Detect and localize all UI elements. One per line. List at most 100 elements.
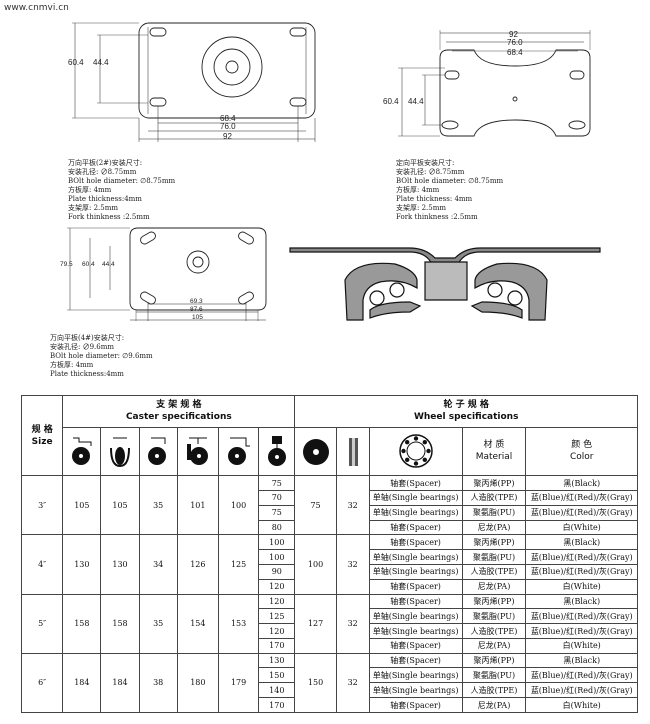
size-cell: 6″	[20, 652, 64, 714]
dim-d-cell: 154	[176, 593, 220, 654]
wheel-width-cell: 32	[335, 475, 370, 536]
note-line: 支架厚: 2.5mm	[68, 204, 118, 212]
load-cell: 70	[258, 490, 296, 506]
load-cell: 100	[258, 549, 296, 565]
bearing-type-cell: 轴套(Spacer)	[368, 475, 463, 492]
load-cell: 75	[258, 475, 296, 492]
dim-79-5: 79.5	[60, 261, 73, 268]
note-line: BOlt hole diameter: ∅9.6mm	[50, 352, 153, 360]
size-cell: 3″	[20, 475, 64, 536]
dim-69-3: 69.3	[190, 298, 203, 305]
color-cell: 白(White)	[525, 519, 638, 536]
wheel-diameter-cell: 75	[294, 475, 337, 536]
dim-44-4: 44.4	[102, 261, 115, 268]
material-cell: 聚丙烯(PP)	[461, 534, 527, 551]
wheel-header-en: Wheel specifications	[413, 412, 519, 423]
bearing-type-cell: 单轴(Single bearings)	[368, 682, 463, 699]
bearing-type-cell: 轴套(Spacer)	[368, 593, 463, 610]
caster-header-en: Caster specifications	[125, 412, 232, 423]
wheel-width-cell: 32	[335, 593, 370, 654]
bearing-type-cell: 轴套(Spacer)	[368, 697, 463, 713]
dim-87-6: 87.6	[190, 306, 203, 313]
load-cell: 120	[258, 593, 296, 610]
caster-spec-header: 支 架 规 格 Caster specifications	[62, 395, 296, 428]
note-line: 安装孔径: ∅9.6mm	[50, 343, 114, 351]
load-cell: 125	[258, 608, 296, 625]
bearing-type-cell: 轴套(Spacer)	[368, 578, 463, 595]
bearing-type-cell: 单轴(Single bearings)	[368, 563, 463, 580]
swivel-plate-4-drawing: 79.5 60.4 44.4 69.3 87.6 105	[60, 227, 267, 321]
note-line: Plate thickness:4mm	[50, 370, 124, 378]
material-cell: 聚丙烯(PP)	[461, 475, 527, 492]
color-cell: 蓝(Blue)/红(Red)/灰(Gray)	[525, 549, 638, 565]
color-cell: 黑(Black)	[525, 652, 638, 669]
caster-front-view-icon	[100, 426, 140, 477]
caster-height-icon	[176, 426, 220, 477]
material-cell: 聚氨脂(PU)	[461, 608, 527, 625]
wheel-diameter-cell: 127	[294, 593, 337, 654]
load-cell: 170	[258, 697, 296, 713]
specification-table: 规 格 Size 支 架 规 格 Caster specifications 轮…	[20, 394, 638, 714]
color-cell: 白(White)	[525, 578, 638, 595]
dim-a-cell: 105	[62, 475, 102, 536]
size-header-cn: 规 格	[31, 424, 53, 435]
note-line: 安装孔径: ∅8.75mm	[68, 168, 137, 176]
load-cell: 170	[258, 637, 296, 654]
load-cell: 120	[258, 623, 296, 639]
material-header: 材 质 Material	[461, 426, 527, 477]
note-line: Plate thickness:4mm	[68, 195, 142, 203]
material-cell: 尼龙(PA)	[461, 637, 527, 654]
notes-diagram2: 定向平板安装尺寸: 安装孔径: ∅8.75mm BOlt hole diamet…	[396, 159, 503, 222]
dim-60-4: 60.4	[383, 97, 399, 106]
dim-92: 92	[223, 132, 232, 141]
note-line: 方板厚: 4mm	[396, 186, 440, 194]
dim-a-cell: 158	[62, 593, 102, 654]
dim-a-cell: 130	[62, 534, 102, 595]
load-cell: 90	[258, 563, 296, 580]
load-cell: 120	[258, 578, 296, 595]
note-line: Fork thinkness :2.5mm	[396, 213, 478, 221]
note-line: 万向平板(4#)安装尺寸:	[50, 334, 125, 342]
dim-b-cell: 105	[100, 475, 140, 536]
caster-side-view-icon	[62, 426, 102, 477]
caster-swivel-radius-icon	[217, 426, 260, 477]
color-cell: 白(White)	[525, 637, 638, 654]
wheel-width-cell: 32	[335, 534, 370, 595]
caster-offset-icon	[138, 426, 178, 477]
bearing-type-cell: 轴套(Spacer)	[368, 534, 463, 551]
note-line: 方板厚: 4mm	[68, 186, 112, 194]
material-cell: 尼龙(PA)	[461, 578, 527, 595]
dim-92: 92	[509, 30, 518, 39]
watermark: www.cnmvi.cn	[4, 3, 69, 13]
dim-44-4: 44.4	[408, 97, 424, 106]
note-line: 万向平板(2#)安装尺寸:	[68, 159, 143, 167]
size-header-en: Size	[31, 436, 53, 447]
load-cell: 75	[258, 504, 296, 521]
dim-60-4: 60.4	[82, 261, 95, 268]
dim-68-4: 68.4	[507, 48, 523, 57]
caster-load-icon	[258, 426, 296, 477]
material-cell: 聚氨脂(PU)	[461, 504, 527, 521]
bearing-type-cell: 轴套(Spacer)	[368, 519, 463, 536]
dim-c-cell: 38	[138, 652, 178, 714]
note-line: BOlt hole diameter: ∅8.75mm	[68, 177, 176, 185]
dim-60-4: 60.4	[68, 58, 84, 67]
dim-d-cell: 126	[176, 534, 220, 595]
load-cell: 130	[258, 652, 296, 669]
material-cell: 聚丙烯(PP)	[461, 593, 527, 610]
dim-68-4: 68.4	[220, 114, 236, 123]
color-header-cn: 颜 色	[571, 440, 593, 451]
color-cell: 蓝(Blue)/红(Red)/灰(Gray)	[525, 682, 638, 699]
wheel-spec-header: 轮 子 规 格 Wheel specifications	[294, 395, 638, 428]
note-line: 支架厚: 2.5mm	[396, 204, 446, 212]
dim-c-cell: 34	[138, 534, 178, 595]
